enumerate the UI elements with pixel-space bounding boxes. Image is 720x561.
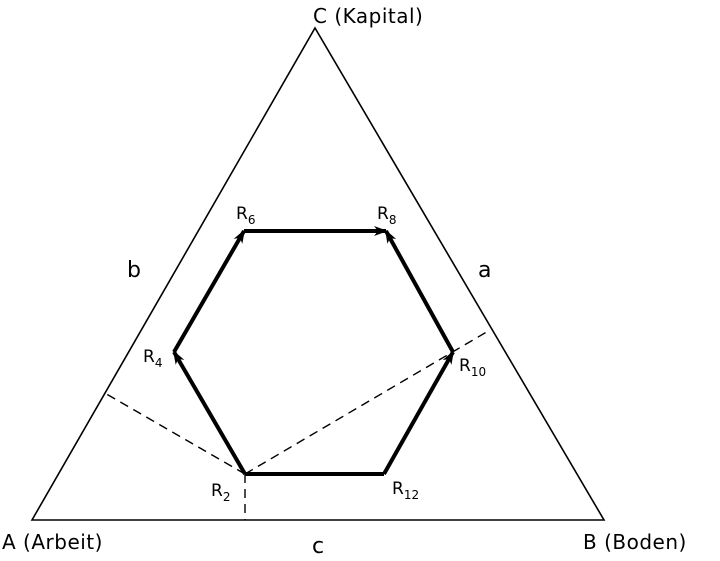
node-label-r6: R6 — [236, 204, 255, 227]
node-label-r10: R10 — [459, 356, 486, 379]
edge-r2-r4 — [172, 350, 247, 476]
node-label-r2: R2 — [211, 481, 230, 504]
node-label-r8: R8 — [377, 204, 396, 227]
side-label-c: c — [312, 534, 324, 556]
outer-triangle — [30, 26, 606, 521]
side-label-b: b — [127, 258, 141, 283]
dashed-line-to-side-a — [244, 329, 491, 475]
node-label-r12: R12 — [392, 479, 419, 502]
edge-r10-r8 — [384, 229, 455, 353]
dashed-line-to-side-b — [102, 391, 246, 475]
vertex-label-b: B (Boden) — [583, 530, 687, 554]
side-label-a: a — [478, 258, 491, 283]
vertex-label-c: C (Kapital) — [313, 4, 423, 28]
vertex-label-a: A (Arbeit) — [2, 530, 103, 554]
node-label-r4: R4 — [143, 347, 162, 370]
edge-r4-r6 — [172, 229, 246, 354]
edge-r12-r10 — [382, 350, 455, 475]
